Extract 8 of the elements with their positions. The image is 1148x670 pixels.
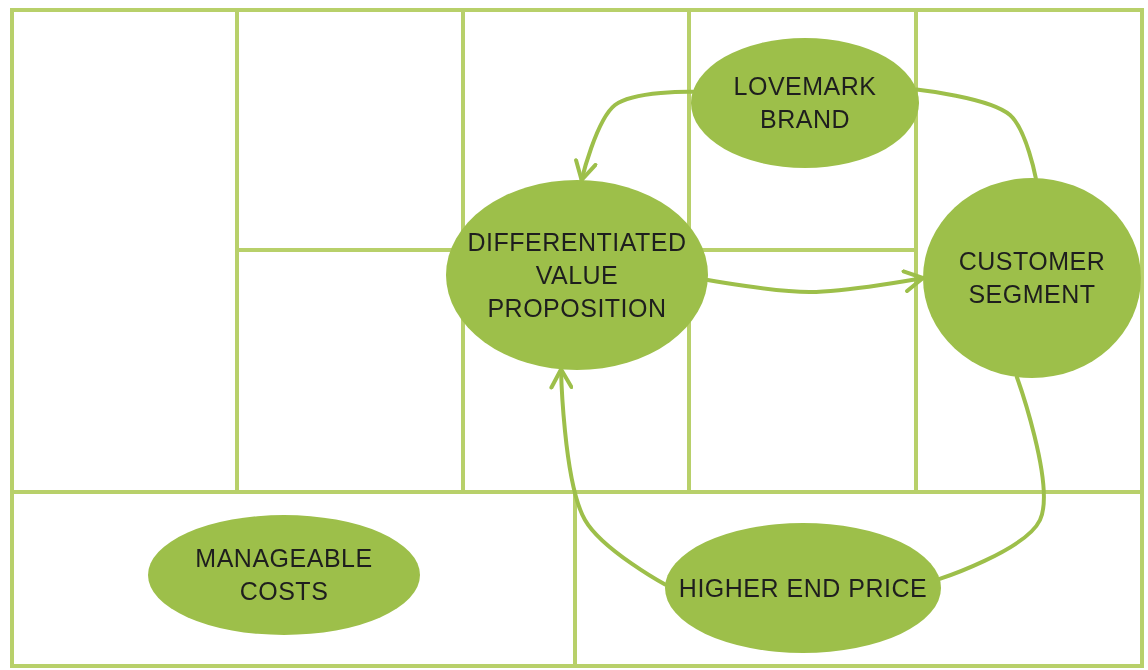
connector-line bbox=[914, 87, 1038, 181]
node-label: LOVEMARK BRAND bbox=[732, 71, 878, 135]
arrow bbox=[574, 89, 695, 183]
node-label: CUSTOMER SEGMENT bbox=[957, 246, 1107, 310]
node-label: MANAGEABLE COSTS bbox=[194, 543, 374, 607]
connector-line bbox=[937, 375, 1046, 581]
node-label: HIGHER END PRICE bbox=[678, 572, 928, 604]
node-label: DIFFERENTIATED VALUE PROPOSITION bbox=[466, 226, 688, 324]
